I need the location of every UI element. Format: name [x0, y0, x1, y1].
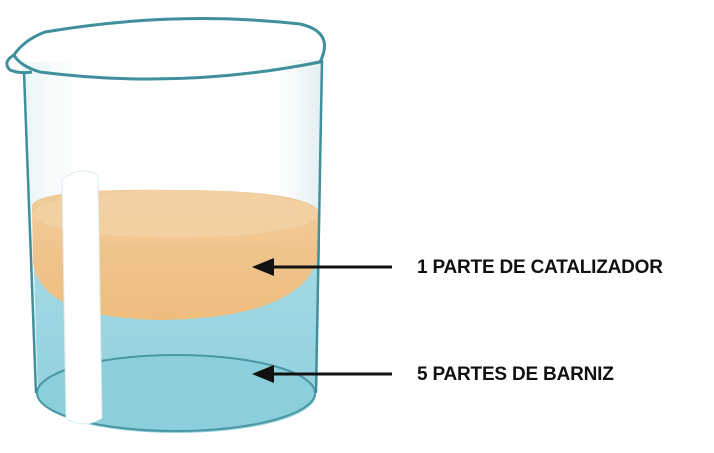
catalyst-surface: [33, 190, 319, 238]
varnish-label: 5 PARTES DE BARNIZ: [417, 364, 614, 385]
arrow-varnish-icon: [252, 365, 392, 383]
catalyst-label: 1 PARTE DE CATALIZADOR: [417, 257, 663, 278]
arrow-catalyst-icon: [252, 258, 392, 276]
beaker-bottom-ellipse: [36, 354, 316, 432]
beaker-right-wall: [314, 59, 324, 394]
stirring-rod-icon: [61, 170, 103, 425]
beaker-rim: [12, 17, 326, 81]
beaker-left-wall: [22, 71, 38, 394]
